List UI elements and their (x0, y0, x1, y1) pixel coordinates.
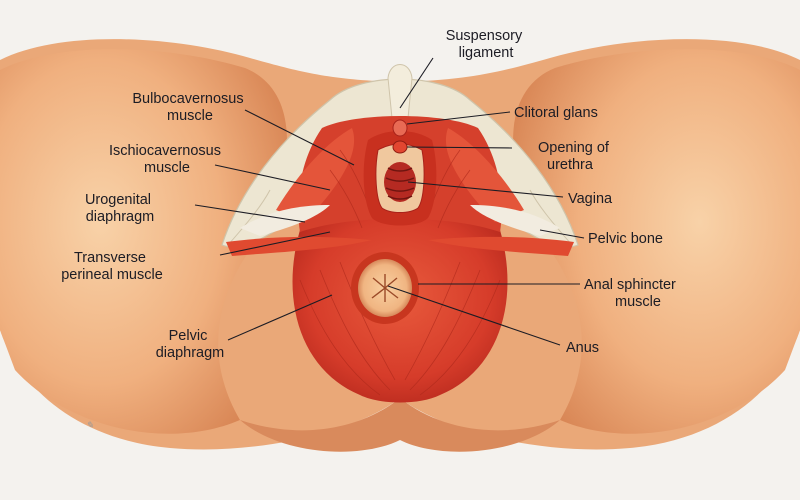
label-urogenital-diaphragm: Urogenital diaphragm (85, 192, 155, 225)
vagina-shape (384, 162, 416, 202)
labels: Suspensory ligament Bulbocavernosus musc… (61, 28, 680, 361)
label-transverse-perineal: Transverse perineal muscle (61, 250, 163, 283)
leader-transverse-perineal (219, 231, 331, 256)
leader-anus (387, 285, 561, 346)
label-opening-of-urethra: Opening of urethra (538, 140, 613, 173)
leader-opening-of-urethra (406, 146, 513, 149)
label-suspensory-ligament: Suspensory ligament (446, 28, 527, 61)
label-vagina: Vagina (568, 191, 613, 207)
label-clitoral-glans: Clitoral glans (514, 105, 598, 121)
leader-pelvic-bone (539, 229, 585, 239)
leader-bulbocavernosus (244, 109, 355, 166)
leader-clitoral-glans (406, 111, 511, 125)
label-pelvic-bone: Pelvic bone (588, 231, 663, 247)
label-anal-sphincter: Anal sphincter muscle (584, 277, 680, 310)
label-bulbocavernosus: Bulbocavernosus muscle (132, 91, 247, 124)
label-anus: Anus (566, 340, 599, 356)
leader-ischiocavernosus (214, 164, 331, 191)
label-ischiocavernosus: Ischiocavernosus muscle (109, 143, 225, 176)
leader-suspensory-ligament (399, 57, 434, 109)
leader-vagina (407, 181, 564, 198)
suspensory-ligament-shape (387, 64, 413, 119)
urethra-shape (392, 140, 408, 154)
label-pelvic-diaphragm: Pelvic diaphragm (156, 328, 225, 361)
clitoral-glans-shape (392, 119, 408, 137)
artist-signature: ✎ (86, 420, 94, 430)
leader-urogenital-diaphragm (194, 204, 306, 223)
anal-sphincter-shape (351, 252, 419, 324)
leader-lines (194, 57, 585, 346)
leader-pelvic-diaphragm (227, 294, 333, 341)
